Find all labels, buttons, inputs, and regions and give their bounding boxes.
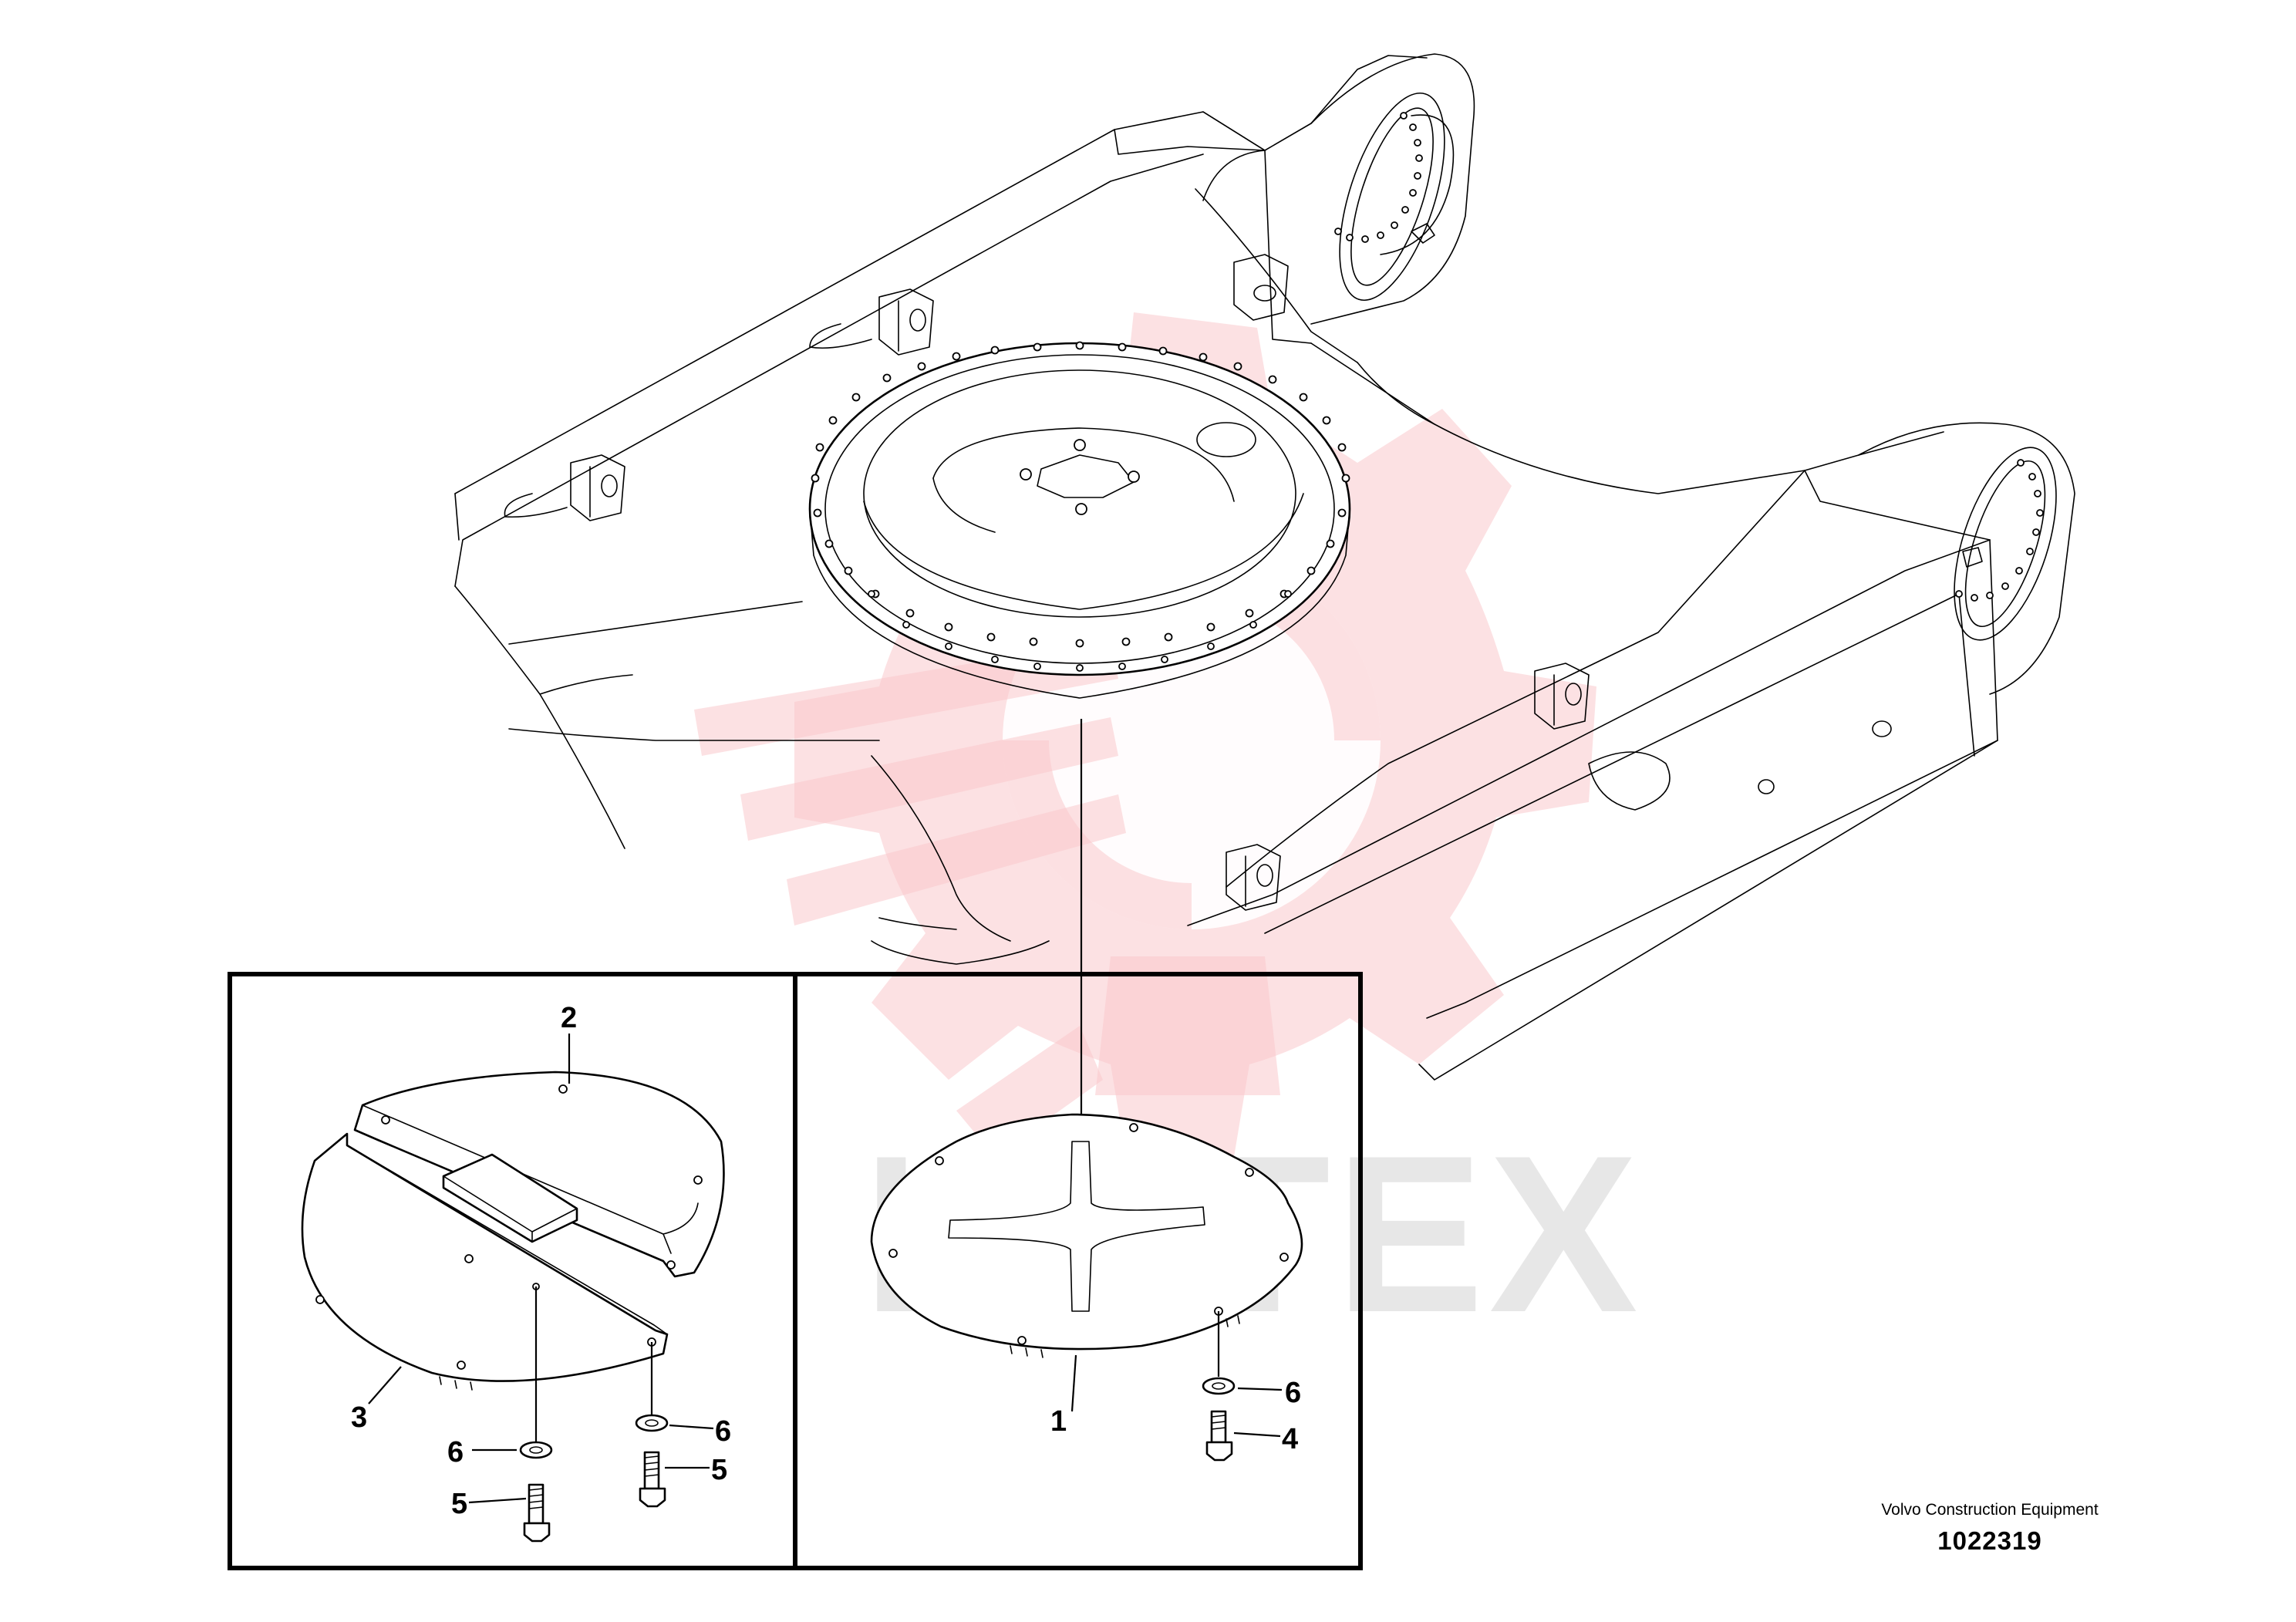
callout-5-left-right: 5 <box>711 1454 727 1486</box>
cover-plate-single <box>870 1113 1303 1358</box>
callout-6-left-center: 6 <box>447 1436 464 1469</box>
undercarriage-frame <box>454 53 2075 1081</box>
callout-leaders <box>368 1034 1283 1504</box>
washer-left-center <box>519 1441 553 1459</box>
slew-ring <box>808 341 1351 699</box>
callout-6-left-right: 6 <box>715 1415 731 1448</box>
callout-5-left-center: 5 <box>451 1488 467 1520</box>
callout-3: 3 <box>351 1401 367 1434</box>
bolt-left-right <box>639 1451 666 1508</box>
callout-2: 2 <box>561 1002 577 1034</box>
callout-6-right: 6 <box>1285 1377 1301 1409</box>
callout-4-right: 4 <box>1282 1423 1298 1455</box>
doc-company: Volvo Construction Equipment <box>1881 1501 2099 1519</box>
doc-number: 1022319 <box>1937 1526 2042 1555</box>
detail-frame-right <box>793 972 1363 1570</box>
callout-1: 1 <box>1050 1405 1067 1438</box>
cover-plate-lower-half <box>301 1132 669 1391</box>
doc-info-block: Volvo Construction Equipment 1022319 <box>1874 1500 2106 1556</box>
cover-plate-upper-half <box>353 1071 725 1278</box>
cover-plate-center-block <box>442 1153 578 1243</box>
bolt-right <box>1205 1410 1233 1462</box>
bolt-left-center <box>523 1483 551 1543</box>
washer-left-right <box>635 1414 669 1432</box>
washer-right <box>1202 1377 1236 1395</box>
